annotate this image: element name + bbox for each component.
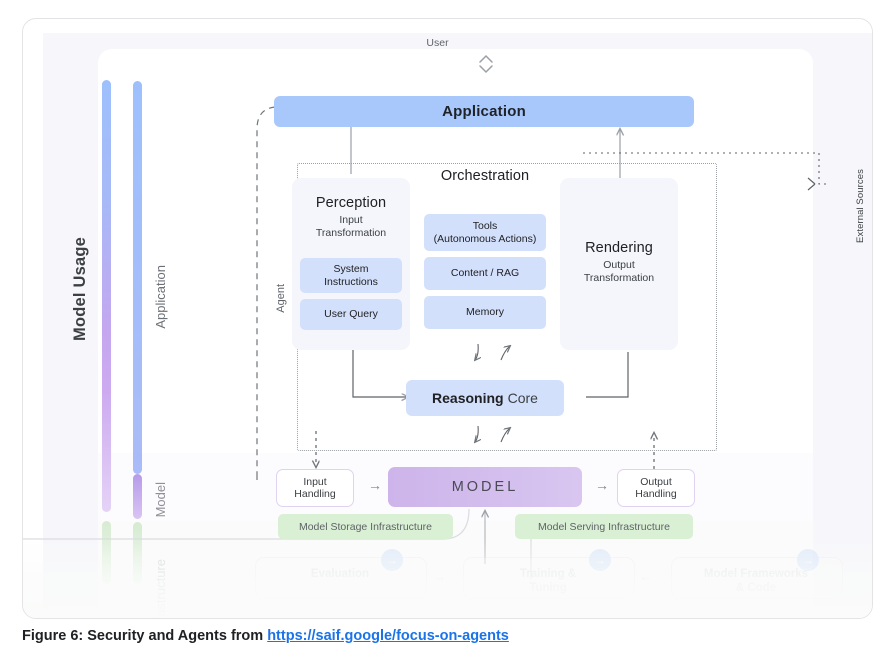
figure-card: Model Usage Application Model Infrastruc… xyxy=(22,18,873,619)
caption-prefix: Figure 6: Security and Agents from xyxy=(22,628,268,644)
rendering-card[interactable]: Rendering Output Transformation xyxy=(560,178,678,350)
perception-title: Perception xyxy=(315,195,387,211)
rendering-subtitle: Output Transformation xyxy=(583,259,655,284)
figure-caption: Figure 6: Security and Agents from https… xyxy=(22,628,822,644)
caption-link[interactable]: https://saif.google/focus-on-agents xyxy=(267,628,509,644)
arrow-badge-icon-1[interactable]: → xyxy=(381,549,403,571)
faded-pipeline-row: Evaluation Training & Tuning Model Frame… xyxy=(241,549,843,600)
user-label: User xyxy=(426,37,449,49)
orchestration-title: Orchestration xyxy=(440,168,530,184)
arrow-model-to-output: → xyxy=(595,477,609,493)
chip-system-instructions[interactable]: System Instructions xyxy=(300,258,402,293)
chip-memory[interactable]: Memory xyxy=(424,296,546,329)
reasoning-core-strong: Reasoning xyxy=(432,390,504,406)
faded-label-model-frameworks: Model Frameworks & Code xyxy=(703,568,809,594)
chip-user-query[interactable]: User Query xyxy=(300,299,402,330)
perception-subtitle: Input Transformation xyxy=(315,214,387,239)
model-serving-infrastructure[interactable]: Model Serving Infrastructure xyxy=(515,514,693,539)
input-handling-node[interactable]: Input Handling xyxy=(276,469,354,507)
faded-arrow-left: ← xyxy=(639,569,652,584)
reasoning-core-node[interactable]: Reasoning Core xyxy=(406,380,564,416)
model-storage-infrastructure[interactable]: Model Storage Infrastructure xyxy=(278,514,453,539)
faded-label-training-tuning: Training & Tuning xyxy=(519,568,577,594)
faded-label-evaluation: Evaluation xyxy=(310,568,370,580)
connector-overlay xyxy=(23,106,830,579)
chip-tools[interactable]: Tools (Autonomous Actions) xyxy=(424,214,546,251)
arrow-input-to-model: → xyxy=(368,477,382,493)
application-node[interactable]: Application xyxy=(274,96,694,127)
arrow-badge-icon-2[interactable]: → xyxy=(589,549,611,571)
arrow-badge-icon-3[interactable]: → xyxy=(797,549,819,571)
model-layer-bar xyxy=(133,474,142,519)
faded-arrow-right: → xyxy=(433,569,446,584)
model-node[interactable]: MODEL xyxy=(388,467,582,507)
output-handling-node[interactable]: Output Handling xyxy=(617,469,695,507)
application-layer-bar xyxy=(133,81,142,474)
model-usage-gradient-bar xyxy=(102,80,111,512)
reasoning-core-soft: Core xyxy=(507,390,538,406)
rendering-title: Rendering xyxy=(585,240,653,256)
chevron-updown-icon xyxy=(479,54,493,74)
chip-content-rag[interactable]: Content / RAG xyxy=(424,257,546,290)
